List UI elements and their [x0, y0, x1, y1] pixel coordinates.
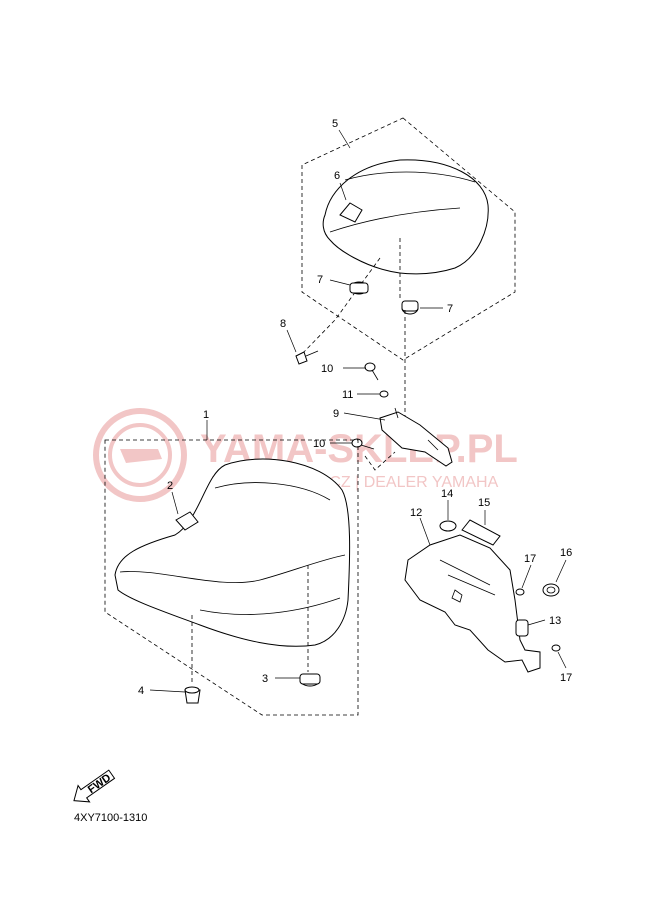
grommet-16	[542, 583, 560, 597]
leader-lines	[149, 129, 567, 693]
callout-4: 4	[138, 685, 144, 697]
screw-17-upper	[515, 588, 525, 596]
side-cover-strip	[439, 559, 496, 596]
damper-3	[299, 673, 321, 687]
callout-6: 6	[334, 170, 340, 182]
cap-13	[515, 619, 529, 637]
rear-seat-emblem	[339, 202, 363, 223]
callout-7-right: 7	[447, 303, 453, 315]
bolt-8	[295, 350, 319, 365]
screw-17-lower	[551, 644, 561, 652]
strip-15	[461, 519, 501, 546]
callout-2: 2	[167, 480, 173, 492]
diagram-code: 4XY7100-1310	[74, 812, 147, 824]
grommet-14	[439, 520, 457, 532]
rear-seat-stitch	[344, 171, 476, 183]
callout-7-left: 7	[317, 274, 323, 286]
callout-12: 12	[410, 507, 422, 519]
callout-13: 13	[549, 615, 561, 627]
front-seat-group	[104, 439, 359, 716]
callout-9: 9	[333, 408, 339, 420]
callout-15: 15	[478, 497, 490, 509]
callout-3: 3	[262, 673, 268, 685]
bolt-10-upper	[364, 362, 379, 381]
watermark-logo-icon	[93, 408, 187, 502]
front-seat-boundary	[104, 439, 359, 716]
rear-seat-seam	[329, 207, 461, 233]
rear-seat-group	[295, 117, 516, 365]
callout-16: 16	[560, 547, 572, 559]
callout-10-upper: 10	[321, 363, 333, 375]
bracket-group	[351, 310, 453, 471]
front-seat-emblem	[175, 511, 199, 531]
callout-5: 5	[332, 118, 338, 130]
washer-11	[379, 390, 389, 398]
rear-bolt-guide	[299, 257, 381, 357]
bracket-detail	[394, 407, 439, 451]
rear-seat-boundary	[301, 117, 516, 361]
nut-4	[184, 686, 201, 704]
front-seat-lower-stitch	[199, 597, 341, 615]
callout-14: 14	[441, 488, 453, 500]
rear-seat	[322, 159, 489, 275]
callouts: 5 6 7 7 8 10 11 9 10 1 2 3 4 12 14 15 17…	[138, 118, 572, 697]
callout-1: 1	[203, 409, 209, 421]
callout-17-lower: 17	[560, 672, 572, 684]
front-seat	[114, 458, 351, 647]
callout-8: 8	[280, 318, 286, 330]
front-seat-backrest-stitch	[214, 482, 331, 501]
side-cover-hole	[451, 589, 463, 603]
callout-10-lower: 10	[313, 438, 325, 450]
front-seat-seam	[119, 554, 346, 583]
bracket-bolt-guide	[364, 451, 396, 471]
fwd-arrow-icon	[73, 769, 116, 803]
side-cover	[404, 534, 541, 673]
seat-bracket	[379, 411, 453, 467]
callout-17-upper: 17	[524, 553, 536, 565]
damper-right	[401, 300, 419, 315]
callout-11: 11	[342, 389, 353, 401]
side-cover-group	[404, 519, 561, 673]
damper-left	[349, 281, 369, 295]
fwd-arrow: FWD	[73, 769, 116, 803]
